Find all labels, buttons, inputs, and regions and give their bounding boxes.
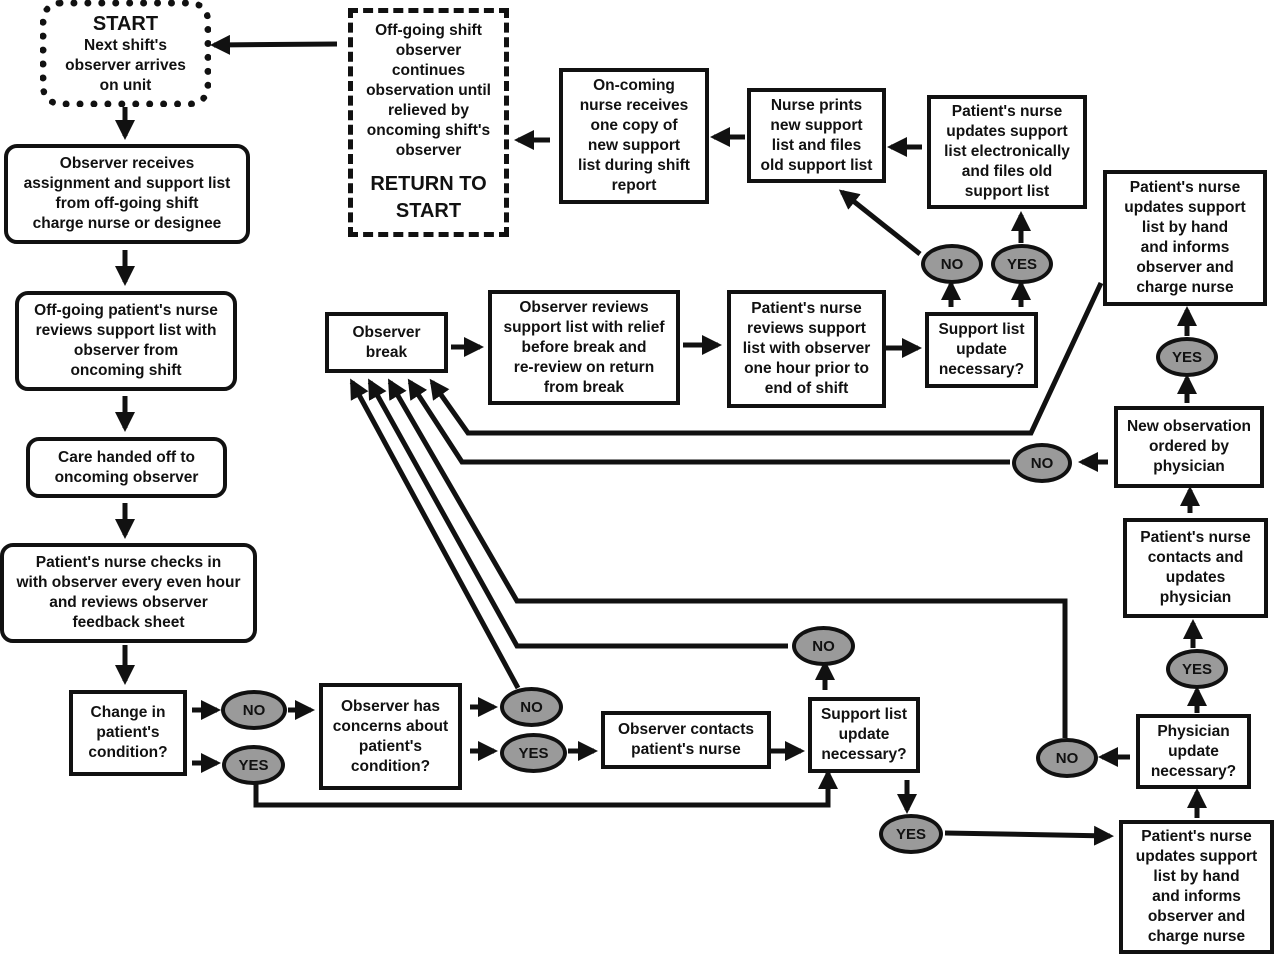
observer-concerns-node: Observer has concerns about patient's co… — [319, 683, 462, 790]
physician-yes-oval: YES — [1166, 649, 1228, 689]
arrow-offgoing-to-start — [210, 34, 338, 55]
physician-update-node: Physician update necessary? — [1136, 714, 1251, 789]
nurse-updates-electronic-node: Patient's nurse updates support list ele… — [927, 95, 1087, 209]
new-obs-yes-oval: YES — [1156, 337, 1218, 377]
arrow-yes-to-hand-bottom — [944, 825, 1114, 846]
observer-contacts-node: Observer contacts patient's nurse — [601, 711, 771, 769]
nurse-updates-hand-bottom-node: Patient's nurse updates support list by … — [1119, 820, 1274, 954]
arrow-physician-no-to-break — [387, 378, 1068, 738]
arrow-concerns-no-to-break — [349, 378, 521, 690]
change-yes-oval: YES — [222, 745, 285, 785]
start-title: START — [92, 12, 159, 35]
nurse-contacts-physician-node: Patient's nurse contacts and updates phy… — [1123, 518, 1268, 618]
arrow-new-obs-no-to-break — [407, 378, 1010, 465]
observer-receives-node: Observer receives assignment and support… — [4, 144, 250, 244]
support-update-bottom-node: Support list update necessary? — [808, 697, 920, 773]
support-update-mid-node: Support list update necessary? — [925, 312, 1038, 388]
offgoing-continues-text: Off-going shift observer continues obser… — [366, 21, 491, 159]
nurse-updates-hand-top-node: Patient's nurse updates support list by … — [1103, 170, 1267, 306]
start-node: START Next shift's observer arrives on u… — [40, 0, 211, 107]
start-text: Next shift's observer arrives on unit — [65, 36, 186, 94]
change-condition-node: Change in patient's condition? — [69, 690, 187, 776]
arrow-yes-to-support-bottom — [253, 769, 838, 808]
nurse-prints-node: Nurse prints new support list and files … — [747, 88, 886, 183]
arrow-hand-top-to-break — [429, 281, 1104, 436]
concerns-no-oval: NO — [500, 687, 563, 727]
physician-no-oval: NO — [1036, 738, 1098, 778]
oncoming-receives-node: On-coming nurse receives one copy of new… — [559, 68, 709, 204]
return-to-start-label: RETURN TO START — [370, 172, 487, 222]
arrow-mid-no-to-prints — [838, 189, 922, 256]
support-bottom-no-oval: NO — [792, 626, 855, 666]
change-no-oval: NO — [221, 690, 287, 730]
care-handed-node: Care handed off to oncoming observer — [26, 437, 227, 498]
new-observation-node: New observation ordered by physician — [1114, 406, 1264, 488]
concerns-yes-oval: YES — [500, 733, 567, 773]
arrow-support-no-to-break — [367, 378, 788, 649]
offgoing-reviews-node: Off-going patient's nurse reviews suppor… — [15, 291, 237, 391]
nurse-reviews-hour-node: Patient's nurse reviews support list wit… — [727, 290, 886, 408]
support-mid-yes-oval: YES — [991, 244, 1053, 284]
new-obs-no-oval: NO — [1012, 443, 1072, 483]
observer-reviews-relief-node: Observer reviews support list with relie… — [488, 290, 680, 405]
support-mid-no-oval: NO — [921, 244, 983, 284]
offgoing-continues-node: Off-going shift observer continues obser… — [348, 8, 509, 237]
nurse-checks-node: Patient's nurse checks in with observer … — [0, 543, 257, 643]
support-bottom-yes-oval: YES — [879, 814, 943, 854]
observer-break-node: Observer break — [325, 312, 448, 373]
